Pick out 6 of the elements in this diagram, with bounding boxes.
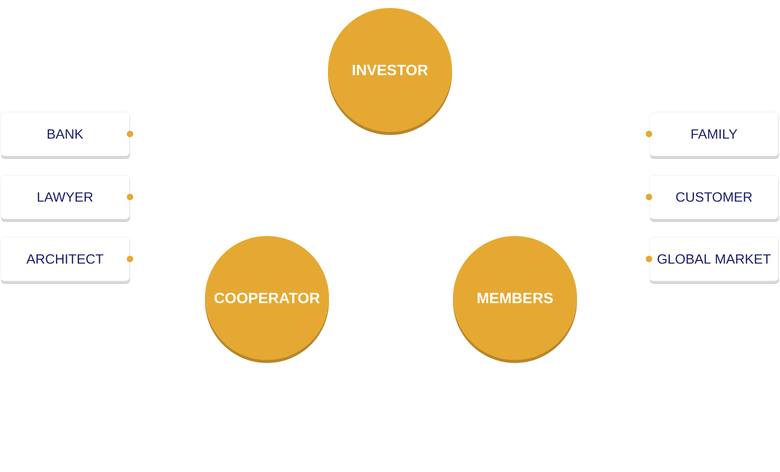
item-card: CUSTOMER	[649, 174, 779, 222]
item-card: BANK	[0, 112, 130, 159]
item-card: GLOBAL MARKET	[649, 236, 779, 284]
item-card: LAWYER	[0, 174, 130, 222]
item-card: ARCHITECT	[0, 236, 130, 284]
item-card: FAMILY	[649, 112, 779, 159]
